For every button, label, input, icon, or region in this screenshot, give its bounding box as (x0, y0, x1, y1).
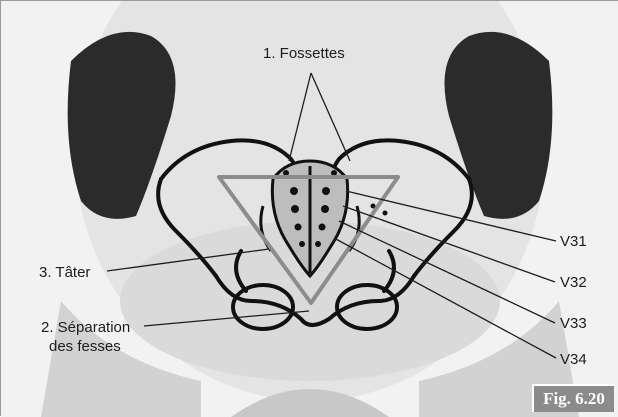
v32-label: V32 (560, 274, 587, 291)
tater-label: 3. Tâter (39, 264, 90, 281)
figure-caption-badge: Fig. 6.20 (532, 384, 614, 412)
separation-label-line1: 2. Séparation (41, 319, 130, 336)
separation-label-line2: des fesses (49, 338, 121, 355)
fossettes-label: 1. Fossettes (263, 45, 345, 62)
v34-label: V34 (560, 351, 587, 368)
v33-label: V33 (560, 315, 587, 332)
v31-label: V31 (560, 233, 587, 250)
